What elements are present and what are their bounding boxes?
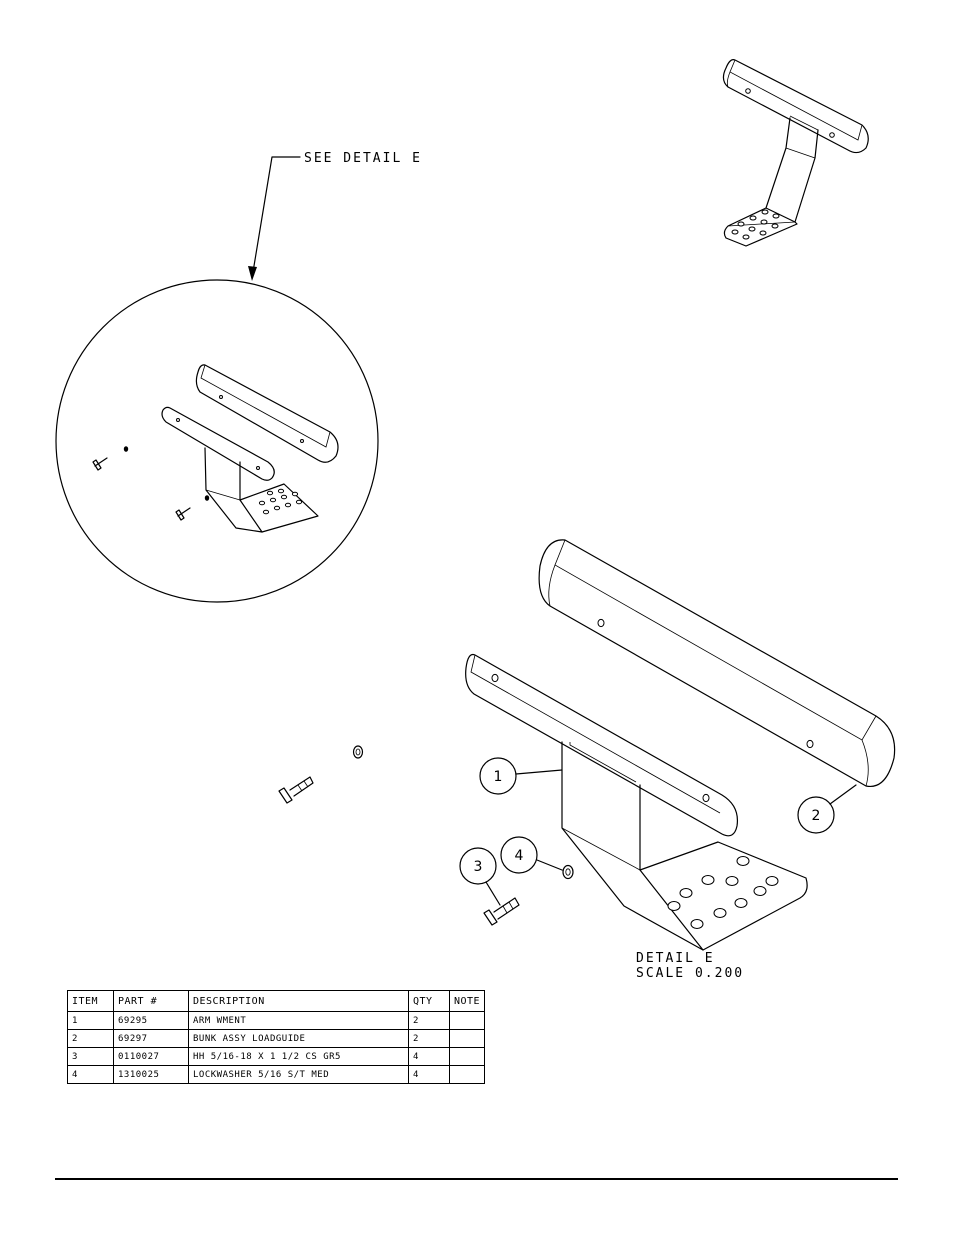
detail-bolt-lower (175, 507, 191, 521)
bom-cell-part: 69297 (113, 1029, 189, 1048)
svg-text:1: 1 (494, 769, 503, 785)
bom-cell-item: 1 (67, 1011, 114, 1030)
bom-cell-item: 4 (67, 1065, 114, 1084)
balloon-item-3: 3 (459, 847, 501, 906)
svg-text:4: 4 (515, 848, 524, 864)
table-row: 4 1310025 LOCKWASHER 5/16 S/T MED 4 (67, 1065, 486, 1084)
bom-cell-qty: 4 (408, 1065, 450, 1084)
bunk-assy (538, 539, 896, 788)
bom-header-part: PART # (113, 990, 189, 1012)
detail-e-view: 1 2 3 4 DETAIL E SCALE 0.200 (459, 539, 896, 981)
lockwasher (562, 864, 574, 880)
bom-cell-note (448, 1029, 486, 1048)
svg-text:3: 3 (474, 859, 483, 875)
loose-bolt (278, 776, 314, 804)
table-row: 1 69295 ARM WMENT 2 (67, 1011, 486, 1030)
bom-cell-description: LOCKWASHER 5/16 S/T MED (188, 1065, 409, 1084)
bom-cell-qty: 4 (408, 1047, 450, 1066)
bom-cell-note (448, 1011, 486, 1030)
table-row: 3 0110027 HH 5/16-18 X 1 1/2 CS GR5 4 (67, 1047, 486, 1066)
bom-header-qty: QTY (408, 990, 450, 1012)
loose-hardware (278, 745, 364, 804)
balloon-item-4: 4 (500, 836, 563, 874)
bom-cell-item: 2 (67, 1029, 114, 1048)
bom-cell-note (448, 1047, 486, 1066)
page-footer-rule (55, 1178, 898, 1180)
svg-text:2: 2 (812, 808, 821, 824)
detail-scale: SCALE 0.200 (636, 966, 744, 981)
overview-assembly-view (722, 59, 869, 247)
bom-cell-qty: 2 (408, 1011, 450, 1030)
arm-weldment (465, 653, 808, 951)
loose-washer (352, 745, 364, 759)
detail-bolt-upper (92, 457, 108, 471)
bom-cell-description: BUNK ASSY LOADGUIDE (188, 1029, 409, 1048)
hex-head-bolt (483, 897, 520, 926)
bom-header-note: NOTE (448, 990, 486, 1012)
see-detail-callout: SEE DETAIL E (248, 151, 422, 281)
bom-cell-description: ARM WMENT (188, 1011, 409, 1030)
bom-cell-part: 1310025 (113, 1065, 189, 1084)
bom-cell-part: 69295 (113, 1011, 189, 1030)
bom-header-item: ITEM (67, 990, 114, 1012)
bom-header-row: ITEM PART # DESCRIPTION QTY NOTE (67, 990, 486, 1012)
bom-cell-qty: 2 (408, 1029, 450, 1048)
balloon-item-2: 2 (797, 784, 857, 834)
detail-circle-view (55, 279, 379, 603)
bom-header-description: DESCRIPTION (188, 990, 409, 1012)
bill-of-materials-table: ITEM PART # DESCRIPTION QTY NOTE 1 69295… (67, 990, 486, 1084)
table-row: 2 69297 BUNK ASSY LOADGUIDE 2 (67, 1029, 486, 1048)
bom-cell-note (448, 1065, 486, 1084)
bom-cell-part: 0110027 (113, 1047, 189, 1066)
see-detail-label: SEE DETAIL E (304, 151, 422, 166)
balloon-item-1: 1 (479, 757, 563, 795)
detail-title: DETAIL E (636, 951, 715, 966)
detail-washer-lower (204, 495, 210, 501)
detail-washer-upper (123, 446, 129, 452)
bom-cell-description: HH 5/16-18 X 1 1/2 CS GR5 (188, 1047, 409, 1066)
bom-cell-item: 3 (67, 1047, 114, 1066)
